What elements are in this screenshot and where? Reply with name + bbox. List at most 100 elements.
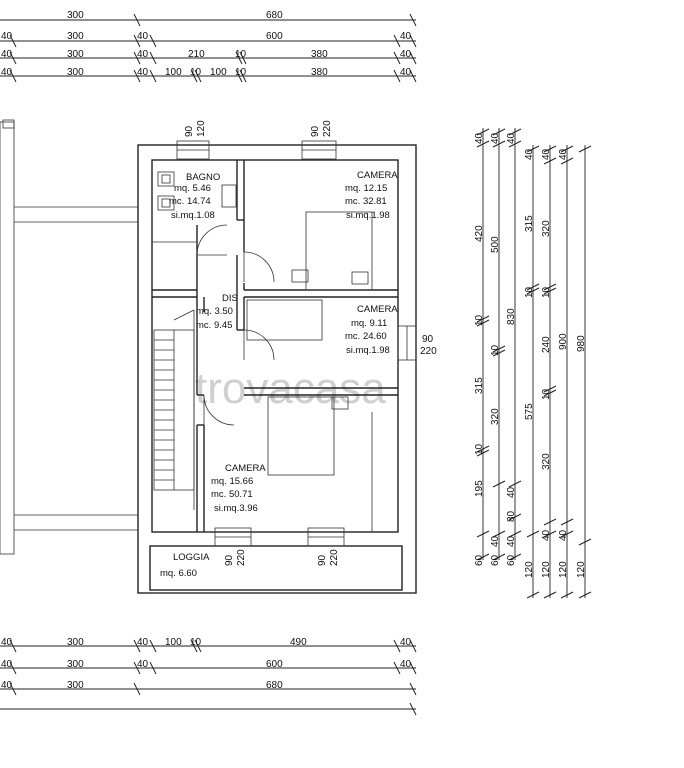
dim-label: 40 <box>137 637 149 648</box>
dim-label: 315 <box>524 215 535 232</box>
dim-label: 60 <box>490 554 501 566</box>
dim-label: 40 <box>506 486 517 498</box>
dim-label: 10 <box>541 286 552 298</box>
dim-label: 900 <box>558 333 569 350</box>
dim-label: 220 <box>329 549 340 566</box>
room-area: mq. 9.11 <box>351 318 387 329</box>
dim-label: 320 <box>541 220 552 237</box>
dim-label: 40 <box>1 31 13 42</box>
dim-label: 830 <box>506 308 517 325</box>
staircase <box>153 309 195 510</box>
dim-label: 40 <box>490 535 501 547</box>
dim-label: 300 <box>67 10 84 21</box>
dim-label: 40 <box>558 148 569 160</box>
dim-label: 680 <box>266 680 283 691</box>
dim-label: 40 <box>474 132 485 144</box>
dim-label: 40 <box>1 659 13 670</box>
room-lit-area: si.mq.1.08 <box>171 210 215 221</box>
dim-label: 90 <box>317 554 328 566</box>
dim-label: 220 <box>236 549 247 566</box>
dim-label: 40 <box>400 31 412 42</box>
dim-label: 575 <box>524 403 535 420</box>
dim-label: 40 <box>400 659 412 670</box>
dim-label: 300 <box>67 680 84 691</box>
neighbor-building <box>0 119 138 555</box>
dim-label: 120 <box>558 561 569 578</box>
dim-label: 10 <box>235 67 247 78</box>
room-volume: mc. 50.71 <box>211 489 253 500</box>
dim-label: 80 <box>506 510 517 522</box>
dim-label: 40 <box>558 529 569 541</box>
room-volume: mc. 32.81 <box>345 196 387 207</box>
dim-label: 10 <box>190 637 202 648</box>
room-volume: mc. 24.60 <box>345 331 387 342</box>
room-lit-area: si.mq.1.98 <box>346 345 390 356</box>
dim-label: 120 <box>196 120 207 137</box>
dim-label: 600 <box>266 659 283 670</box>
windows <box>176 140 417 547</box>
dim-label: 60 <box>474 554 485 566</box>
dim-label: 980 <box>576 335 587 352</box>
dim-label: 210 <box>188 49 205 60</box>
dim-label: 600 <box>266 31 283 42</box>
dim-label: 380 <box>311 49 328 60</box>
door-swings <box>196 224 275 426</box>
furniture <box>246 211 373 532</box>
room-area: mq. 6.60 <box>160 568 197 579</box>
dim-label: 100 <box>165 637 182 648</box>
bathroom-fixtures <box>152 171 237 243</box>
room-name-camera: CAMERA <box>357 170 398 181</box>
room-name-bagno: BAGNO <box>186 172 220 183</box>
dim-label: 320 <box>490 408 501 425</box>
dim-label: 10 <box>474 443 485 455</box>
right-dimensions: 40 420 10 315 10 195 60 40 500 10 320 40… <box>474 128 592 599</box>
dim-label: 40 <box>137 659 149 670</box>
dim-label: 380 <box>311 67 328 78</box>
dim-label: 300 <box>67 637 84 648</box>
dim-label: 315 <box>474 377 485 394</box>
dim-label: 120 <box>541 561 552 578</box>
dim-label: 10 <box>524 286 535 298</box>
room-volume: mc. 14.74 <box>169 196 211 207</box>
dim-label: 100 <box>210 67 227 78</box>
dim-label: 90 <box>224 554 235 566</box>
room-area: mq. 12.15 <box>345 183 387 194</box>
dim-label: 10 <box>190 67 202 78</box>
dim-label: 40 <box>400 637 412 648</box>
room-area: mq. 3.50 <box>196 306 233 317</box>
window-dims: 90 120 90 220 90 220 90 220 90 220 <box>184 120 437 566</box>
dim-label: 220 <box>322 120 333 137</box>
dim-label: 300 <box>67 67 84 78</box>
dim-label: 40 <box>506 535 517 547</box>
room-area: mq. 5.46 <box>174 183 211 194</box>
room-volume: mc. 9.45 <box>196 320 232 331</box>
dim-label: 120 <box>524 561 535 578</box>
bottom-dimensions: 40 300 40 100 10 490 40 40 300 40 600 40… <box>0 637 417 716</box>
dim-label: 40 <box>1 637 13 648</box>
dim-label: 10 <box>474 314 485 326</box>
dim-label: 40 <box>1 67 13 78</box>
dim-label: 40 <box>490 132 501 144</box>
dim-label: 500 <box>490 236 501 253</box>
dim-label: 40 <box>1 49 13 60</box>
dim-label: 40 <box>1 680 13 691</box>
dim-label: 10 <box>235 49 247 60</box>
room-name-loggia: LOGGIA <box>173 552 210 563</box>
dim-label: 40 <box>137 49 149 60</box>
dim-label: 40 <box>506 132 517 144</box>
room-name-dis: DIS <box>222 293 238 304</box>
dim-label: 90 <box>422 334 434 345</box>
dim-label: 10 <box>541 388 552 400</box>
room-lit-area: si.mq.1.98 <box>346 210 390 221</box>
dim-label: 300 <box>67 31 84 42</box>
dim-label: 40 <box>400 49 412 60</box>
dim-label: 100 <box>165 67 182 78</box>
dim-label: 195 <box>474 480 485 497</box>
dim-label: 680 <box>266 10 283 21</box>
dim-label: 300 <box>67 659 84 670</box>
room-area: mq. 15.66 <box>211 476 253 487</box>
dim-label: 10 <box>490 344 501 356</box>
dim-label: 220 <box>420 346 437 357</box>
dim-label: 90 <box>310 125 321 137</box>
dim-label: 60 <box>506 554 517 566</box>
